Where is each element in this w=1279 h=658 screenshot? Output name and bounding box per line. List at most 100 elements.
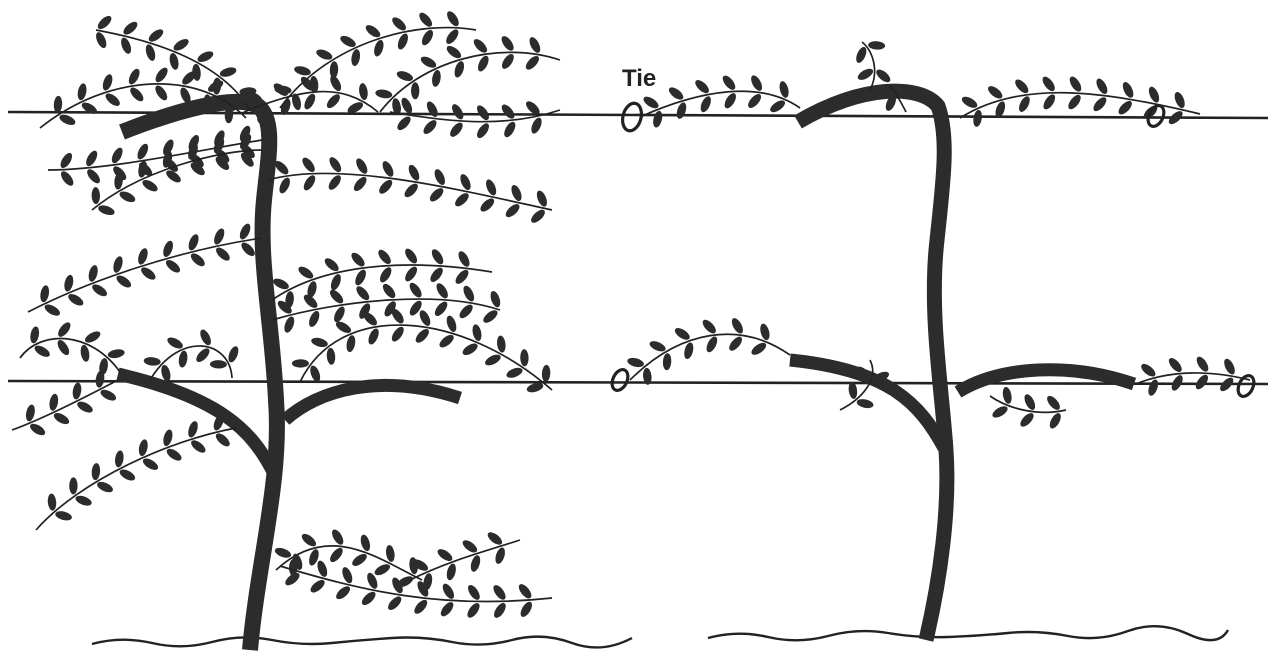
shoot [389,109,561,123]
shoot [279,26,477,109]
leaf [326,347,336,365]
leaf [298,266,314,279]
leaf [455,193,469,207]
leaf [169,53,179,70]
leaf [367,572,378,589]
leaf [706,336,718,353]
leaf [856,366,871,381]
leaf [668,87,684,100]
leaf [1096,78,1108,95]
leaf [60,152,73,169]
leaf [329,289,344,304]
leaf [385,545,395,562]
leaf [995,101,1006,118]
leaf [307,281,317,298]
leaf [30,423,46,436]
leaf [119,469,136,481]
leaf [208,80,224,92]
leaf [450,122,463,137]
leaf [53,413,70,425]
leaf [340,35,356,47]
leaf [190,253,205,267]
leaf [239,223,251,240]
leaf [178,350,188,368]
leaf [409,282,422,298]
leaf [446,45,462,59]
leaf [274,85,292,95]
leaf [384,301,396,317]
shoot [19,337,121,373]
leaf [992,406,1008,418]
leaf [275,160,289,175]
leaf [145,44,156,61]
leaf [374,39,384,57]
leaf [105,93,120,106]
leaf [328,175,341,190]
leaf [856,46,867,63]
leaf [166,170,181,183]
shoot [409,539,521,581]
leaf [378,249,391,265]
leaf [439,334,454,348]
leaf [460,174,471,191]
leaf [1174,91,1185,109]
leaf [355,269,366,286]
leaf [627,357,644,368]
leaf [436,283,448,299]
leaf [684,342,694,360]
leaf [447,11,459,27]
leaf [392,98,402,115]
leaf [182,71,196,85]
leaf [388,596,402,610]
leaf [525,101,540,115]
shoot [39,83,247,129]
leaf [335,321,352,333]
leaf [1196,356,1209,372]
leaf [141,267,156,280]
leaf [40,285,50,303]
leaf [897,89,915,98]
leaf [116,275,132,288]
leaf [885,94,897,111]
leaf [1148,379,1159,396]
leaf [497,335,506,353]
leaf [97,15,112,30]
leaf [420,56,437,68]
leaf [138,160,148,178]
leaf [81,102,98,114]
leaf [292,553,303,570]
leaf [352,553,367,566]
leaf [1168,111,1183,125]
leaf [409,300,422,316]
leaf [391,308,404,324]
leaf [137,143,149,160]
leaf [1195,374,1209,390]
leaf [57,340,70,356]
leaf [161,364,171,382]
shoot [149,345,233,381]
leaf [309,549,319,566]
leaf [1069,76,1082,92]
leaf [868,41,886,50]
shoot [271,298,501,321]
leaf [536,190,547,207]
leaf [415,328,429,343]
leaf [347,102,364,114]
leaf [1043,94,1056,110]
leaf [525,55,539,70]
leaf [442,583,455,599]
shoot [959,91,1201,119]
leaf [382,283,396,299]
leaf [408,164,420,181]
leaf [356,158,368,174]
leaf [458,251,470,267]
leaf [142,180,158,192]
leaf [363,312,377,326]
leaf [988,86,1003,99]
leaf [729,336,742,351]
leaf [330,75,342,92]
leaf [173,39,189,51]
leaf [360,534,371,552]
leaf [102,74,113,91]
leaf [49,393,59,411]
